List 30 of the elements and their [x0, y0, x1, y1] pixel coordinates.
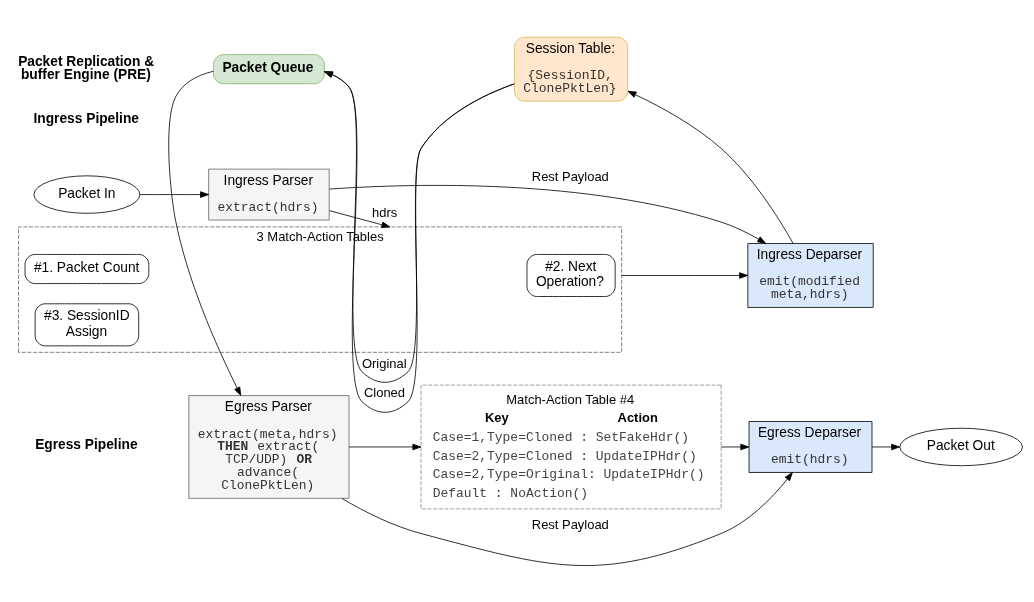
arrow — [871, 443, 901, 450]
arrow — [168, 70, 242, 396]
node-box: Ingress Deparser emit(modified meta,hdrs) — [747, 242, 874, 308]
arrow — [621, 271, 749, 279]
arrow — [329, 209, 391, 228]
label: Packet Replication & buffer Engine (PRE) — [18, 53, 155, 82]
node-box: Egress Deparser emit(hdrs) — [748, 420, 873, 473]
arrow — [627, 90, 794, 244]
edge-label: hdrs — [372, 204, 398, 220]
edge-label: Rest Payload — [531, 168, 609, 184]
label: Egress Pipeline — [35, 436, 138, 452]
arrow — [720, 443, 750, 450]
node-box: Packet Queue — [213, 53, 325, 84]
node-box: Match-Action Table #4 Key Action Case=1,Type=Cloned : SetFakeHdr() Case=2,Type=Cloned : UpdateIPHdr() Case=2,Type=Original: UpdateIPHdr() Default : NoAction() — [420, 384, 722, 509]
node-box: Session Table: {SessionID, ClonePktLen} — [514, 36, 629, 102]
arrow — [341, 471, 793, 566]
node-box: Ingress Parser extract(hdrs) — [208, 168, 330, 220]
label: Ingress Pipeline — [33, 110, 139, 126]
arrow — [139, 190, 209, 198]
edge-label: Cloned — [363, 384, 405, 400]
node-box: #1. Packet Count — [24, 253, 150, 284]
edge-label: Original — [361, 355, 407, 371]
node-box: #2. Next Operation? — [526, 253, 616, 297]
node-ellipse: Packet In — [33, 174, 141, 214]
arrow — [329, 184, 767, 244]
node-box: #3. SessionID Assign — [34, 302, 140, 346]
node-box: Egress Parser extract(meta,hdrs) THEN extract( TCP/UDP) OR advance( ClonePktLen) — [188, 394, 350, 499]
node-ellipse: Packet Out — [899, 427, 1023, 466]
arrow — [348, 443, 422, 450]
edge-label: Rest Payload — [531, 516, 609, 532]
